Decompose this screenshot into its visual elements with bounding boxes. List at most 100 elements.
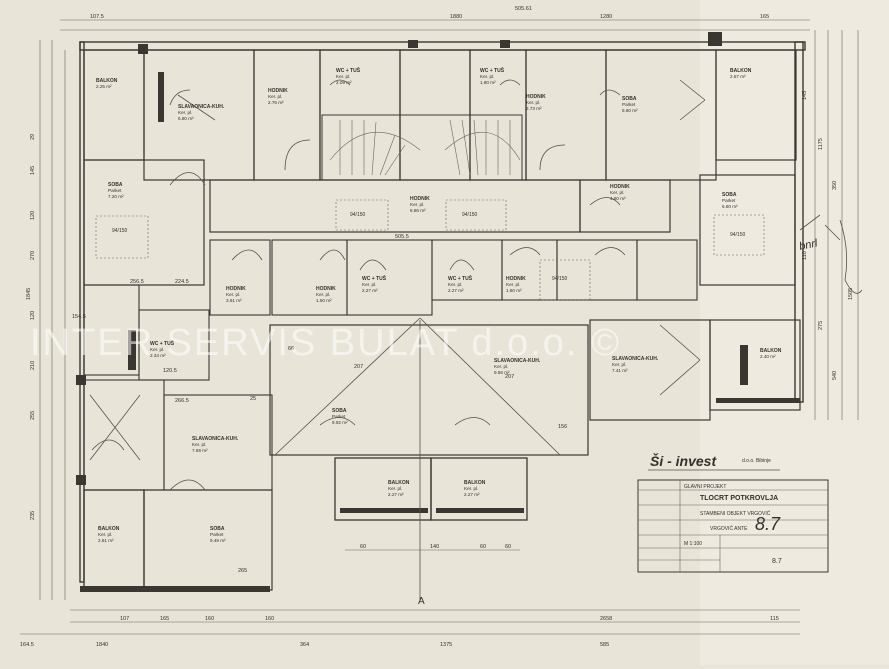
room-area: 1.80 m²: [480, 80, 496, 85]
dimension-lines: [20, 19, 859, 635]
dimension-label: 1840: [96, 642, 108, 648]
room-floor: Parket: [210, 532, 224, 537]
room-label: SLAVAONICA-KUH.Ker. pl.6.80 m²: [178, 104, 225, 121]
drawing-scale: M 1:100: [684, 541, 702, 547]
investor-name: VRGOVIĆ ANTE: [710, 525, 748, 532]
room-area: 2.25 m²: [96, 84, 112, 89]
room-name: SOBA: [332, 408, 347, 414]
room-name: HODNIK: [506, 276, 526, 282]
room-tag: 94/150: [112, 228, 128, 234]
dimension-label: 107.5: [90, 14, 104, 20]
walls: [76, 32, 806, 592]
dimension-label: 364: [300, 642, 309, 648]
project-type: GLAVNI PROJEKT: [684, 484, 726, 490]
room-area: 6.86 m²: [410, 208, 426, 213]
room-floor: Ker. pl.: [388, 486, 402, 491]
dimension-label: 154.5: [72, 314, 86, 320]
dimension-label: 256.5: [130, 279, 144, 285]
room-floor: Ker. pl.: [362, 282, 376, 287]
dimension-label: 207: [505, 374, 514, 380]
room-floor: Ker. pl.: [268, 94, 282, 99]
room-name: HODNIK: [610, 184, 630, 190]
room-name: WC + TUŠ: [448, 274, 473, 282]
dimension-label: 110: [802, 251, 808, 260]
room-floor: Parket: [622, 102, 636, 107]
dimension-label: 505.5: [395, 234, 409, 240]
dimension-label: 165: [160, 616, 169, 622]
room-name: BALKON: [96, 78, 118, 84]
room-area: 9.49 m²: [210, 538, 226, 543]
dimension-label: 540: [832, 371, 838, 380]
room-name: SOBA: [210, 526, 225, 532]
dimension-label: 107: [120, 616, 129, 622]
dimension-label: 145: [802, 91, 808, 100]
dimension-label: 1375: [440, 642, 452, 648]
room-area: 4.60 m²: [610, 196, 626, 201]
staircase: [329, 119, 521, 176]
watermark: INTER SERVIS BULAT d.o.o. ©: [30, 322, 621, 364]
room-area: 2.34 m²: [150, 353, 166, 358]
room-floor: Ker. pl.: [410, 202, 424, 207]
room-tag: 94/150: [350, 212, 366, 218]
room-area: 1.60 m²: [506, 288, 522, 293]
drawing-title: TLOCRT POTKROVLJA: [700, 495, 778, 502]
sheet-number: 8.7: [772, 558, 782, 565]
dimension-label: 207: [354, 364, 363, 370]
room-area: 2.27 m²: [448, 288, 464, 293]
room-label: SLAVAONICA-KUH.Ker. pl.7.69 m²: [192, 436, 239, 453]
room-tags: 94/150 94/150 94/150 94/150 94/150: [112, 212, 746, 282]
room-name: BALKON: [98, 526, 120, 532]
dimension-label: 265: [238, 568, 247, 574]
room-name: HODNIK: [268, 88, 288, 94]
dimension-label: 270: [30, 251, 36, 260]
margin-note: bnrl: [798, 237, 819, 253]
dimension-label: 60: [505, 544, 511, 550]
dimension-label: 505.61: [515, 6, 532, 12]
dimension-label: 210: [30, 361, 36, 370]
room-floor: Ker. pl.: [226, 292, 240, 297]
dimension-label: 29: [30, 134, 36, 140]
dimension-label: 115: [770, 616, 779, 622]
room-name: BALKON: [760, 348, 782, 354]
dimension-label: 66: [288, 346, 294, 352]
room-name: SLAVAONICA-KUH.: [178, 104, 225, 110]
room-area: 3.61 m²: [226, 298, 242, 303]
room-area: 2.27 m²: [388, 492, 404, 497]
room-floor: Ker. pl.: [610, 190, 624, 195]
room-name: SOBA: [722, 192, 737, 198]
dimension-label: 120: [30, 311, 36, 320]
dimension-label: 350: [832, 181, 838, 190]
room-name: SOBA: [108, 182, 123, 188]
room-floor: Ker. pl.: [506, 282, 520, 287]
room-area: 2.76 m²: [268, 100, 284, 105]
room-area: 5.60 m²: [622, 108, 638, 113]
room-name: BALKON: [730, 68, 752, 74]
room-area: 1.60 m²: [316, 298, 332, 303]
dimension-label: 1880: [450, 14, 462, 20]
room-label: SLAVAONICA-KUH.Ker. pl.9.56 m²: [494, 358, 541, 375]
room-area: 2.57 m²: [730, 74, 746, 79]
dimension-label: 164.5: [20, 642, 34, 648]
room-name: WC + TUŠ: [336, 66, 361, 74]
room-name: HODNIK: [410, 196, 430, 202]
dimension-label: 235: [30, 511, 36, 520]
dimension-label: 160: [265, 616, 274, 622]
room-floor: Ker. pl.: [526, 100, 540, 105]
